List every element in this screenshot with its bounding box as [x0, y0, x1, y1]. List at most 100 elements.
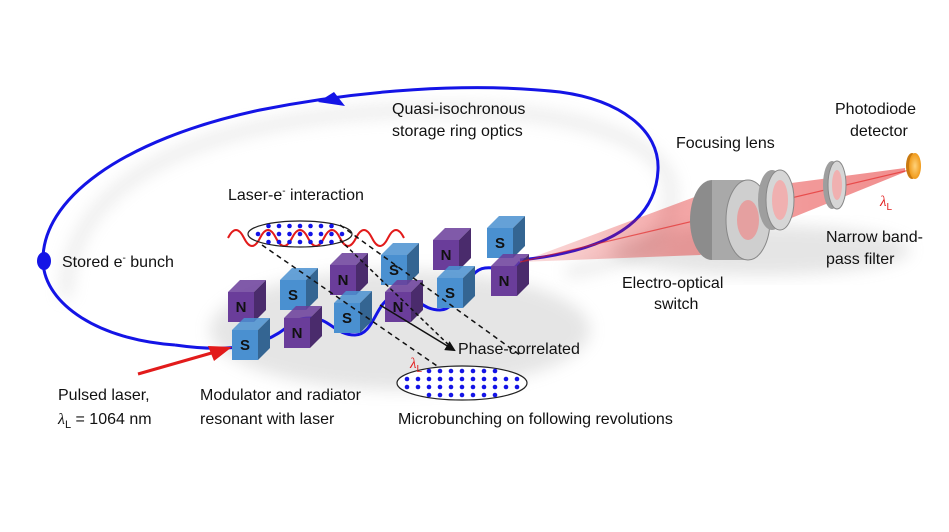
label-modulator-1: Modulator and radiator [200, 387, 362, 404]
magnet-pole-label: N [441, 247, 452, 264]
microbunch-dot [459, 392, 465, 398]
magnet-pole-label: S [495, 235, 505, 252]
microbunch-dot [437, 368, 443, 374]
magnet-pole-label: N [292, 325, 303, 342]
stored-bunch-dot [37, 252, 51, 270]
microbunch-dot [481, 368, 487, 374]
electron-dot [297, 239, 303, 245]
electron-dot [276, 231, 282, 237]
microbunch-dot [437, 384, 443, 390]
magnet-block-n: N [330, 253, 368, 295]
electron-dot [266, 231, 271, 237]
electron-dot [276, 223, 282, 229]
microbunch-dot [404, 384, 410, 390]
magnet-block-n: N [491, 254, 529, 296]
microbunch-dot [470, 376, 476, 382]
label-focusing-lens: Focusing lens [676, 135, 775, 152]
magnet-block-s: S [232, 318, 270, 360]
label-electro-optical-1: Electro-optical [622, 275, 723, 292]
electron-dot [318, 223, 324, 229]
magnet-pole-label: N [338, 272, 349, 289]
interaction-electrons [255, 223, 345, 245]
electron-dot [308, 239, 313, 245]
label-stored-bunch: Stored e- bunch [62, 253, 174, 271]
microbunch-dot [426, 392, 432, 398]
electron-dot [287, 239, 292, 245]
magnet-pole-label: S [342, 310, 352, 327]
label-phase-correlated: Phase-correlated [458, 341, 580, 358]
microbunch-dot [503, 384, 509, 390]
magnet-block-n: N [385, 280, 423, 322]
microbunch-dot [448, 368, 454, 374]
label-photodiode-1: Photodiode [835, 101, 916, 118]
laser-e-interaction [227, 220, 405, 248]
magnet-block-s: S [280, 268, 318, 310]
microbunch-dot [448, 384, 454, 390]
magnet-pole-label: N [393, 299, 404, 316]
microbunch-dot [437, 376, 443, 382]
microbunch-dot [470, 384, 476, 390]
label-pulsed-laser-1: Pulsed laser, [58, 387, 150, 404]
microbunch-dot [404, 376, 410, 382]
magnet-pole-label: N [236, 299, 247, 316]
ring-direction-arrow-icon [318, 92, 345, 106]
label-microbunching: Microbunching on following revolutions [398, 411, 673, 428]
label-ring-optics-1: Quasi-isochronous [392, 101, 525, 118]
microbunch-dot [437, 392, 443, 398]
microbunch-dot [415, 376, 421, 382]
microbunch-dot [503, 376, 509, 382]
magnet-block-s: S [334, 291, 372, 333]
microbunch-dot [448, 392, 454, 398]
label-filter-2: pass filter [826, 251, 895, 268]
electron-dot [329, 239, 334, 245]
microbunch-dot [492, 392, 498, 398]
microbunch-dot [459, 384, 465, 390]
label-photodiode-2: detector [850, 123, 908, 140]
microbunch-dot [426, 368, 432, 374]
microbunch-electrons [404, 368, 520, 398]
microbunch-dot [459, 376, 465, 382]
electro-optical-switch [690, 179, 771, 261]
laser-wave [227, 229, 405, 247]
label-lambda-right: λL [879, 194, 893, 213]
microbunch-dot [514, 376, 520, 382]
electron-dot [297, 223, 303, 229]
phase-guides [261, 224, 521, 369]
microbunch-dot [492, 384, 498, 390]
microbunch-dot [448, 376, 454, 382]
magnet-block-n: N [433, 228, 471, 270]
magnet-block-s: S [487, 216, 525, 258]
electron-dot [308, 231, 313, 237]
label-electro-optical-2: switch [654, 296, 698, 313]
microbunching [396, 365, 528, 401]
microbunch-dot [492, 376, 498, 382]
microbunch-dot [426, 384, 432, 390]
label-pulsed-laser-2: λL = 1064 nm [57, 411, 152, 431]
magnet-pole-label: S [389, 262, 399, 279]
interaction-ellipse [247, 220, 353, 248]
electron-dot [339, 231, 345, 237]
magnet-block-s: S [437, 266, 475, 308]
label-ring-optics-2: storage ring optics [392, 123, 523, 140]
electron-dot [329, 231, 334, 237]
magnet-pole-label: S [288, 287, 298, 304]
electron-dot [287, 223, 292, 229]
electron-dot [287, 231, 292, 237]
microbunch-dot [492, 368, 498, 374]
label-lambda-center: λL [409, 356, 423, 375]
microbunch-dot [459, 368, 465, 374]
electron-dot [266, 239, 271, 245]
magnet-block-n: N [228, 280, 266, 322]
electron-dot [318, 231, 324, 237]
electron-dot [266, 223, 271, 229]
microbunch-dot [470, 368, 476, 374]
microbunch-dot [481, 392, 487, 398]
label-filter-1: Narrow band- [826, 229, 923, 246]
microbunch-dot [514, 384, 520, 390]
bandpass-filter [823, 160, 847, 210]
pulsed-laser-beam [137, 350, 216, 376]
microbunch-dot [470, 392, 476, 398]
electron-dot [329, 223, 334, 229]
